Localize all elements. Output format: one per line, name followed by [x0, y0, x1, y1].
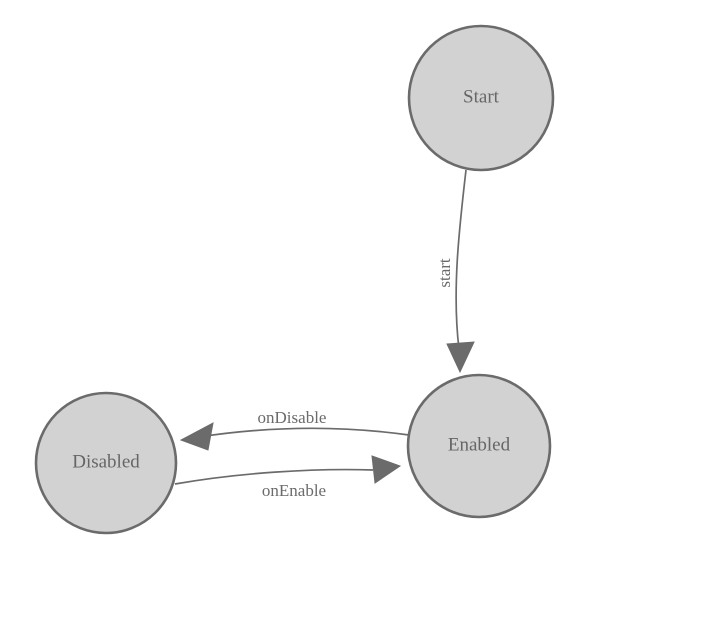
- edge-line: [174, 468, 374, 485]
- arrowhead-icon: [446, 341, 475, 374]
- node-enabled-circle: [406, 373, 552, 519]
- edge-disabled-to-enabled[interactable]: onEnable: [174, 455, 402, 500]
- node-enabled[interactable]: Enabled: [406, 373, 552, 519]
- edge-layer: start onDisable onEnable: [174, 169, 475, 500]
- node-layer: Start Enabled Disabled: [34, 24, 555, 535]
- edge-label-start: start: [435, 258, 454, 288]
- node-enabled-label: Enabled: [448, 434, 511, 455]
- arrowhead-icon: [371, 455, 402, 484]
- edge-line: [198, 427, 410, 438]
- edge-line: [455, 169, 467, 350]
- node-disabled-label: Disabled: [72, 451, 140, 472]
- node-start-circle: [407, 24, 555, 172]
- edge-label-onenable: onEnable: [262, 481, 326, 500]
- edge-enabled-to-disabled[interactable]: onDisable: [179, 408, 410, 451]
- node-start-label: Start: [463, 86, 500, 107]
- arrowhead-icon: [179, 422, 214, 451]
- edge-start-to-enabled[interactable]: start: [435, 169, 475, 374]
- edge-label-ondisable: onDisable: [258, 408, 327, 427]
- node-disabled-circle: [34, 391, 178, 535]
- node-start[interactable]: Start: [407, 24, 555, 172]
- node-disabled[interactable]: Disabled: [34, 391, 178, 535]
